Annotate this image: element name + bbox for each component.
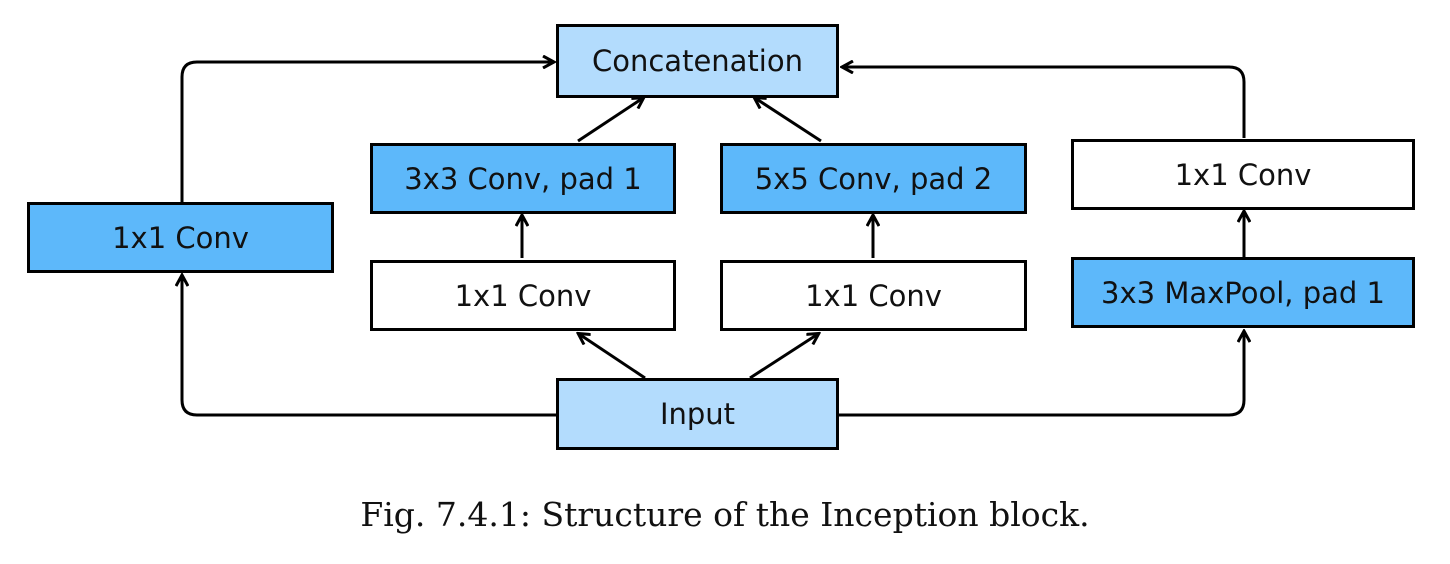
path2-conv3x3-label: 3x3 Conv, pad 1 xyxy=(404,161,642,196)
path1-conv1x1-node: 1x1 Conv xyxy=(27,202,334,273)
path2-conv1x1-node: 1x1 Conv xyxy=(370,260,676,331)
path4-conv1x1-node: 1x1 Conv xyxy=(1071,139,1415,210)
edge-input-to-path1 xyxy=(182,276,557,417)
edge-path3-to-concat xyxy=(755,98,822,143)
path3-conv5x5-node: 5x5 Conv, pad 2 xyxy=(720,143,1027,214)
edge-path1-to-concat xyxy=(180,62,553,202)
input-label: Input xyxy=(659,397,736,431)
edge-input-to-path4 xyxy=(838,332,1244,417)
path3-conv5x5-label: 5x5 Conv, pad 2 xyxy=(754,161,993,196)
edge-path4-to-concat xyxy=(843,67,1246,138)
concatenation-node: Concatenation xyxy=(556,24,839,98)
path1-conv1x1-label: 1x1 Conv xyxy=(112,220,249,255)
path3-conv1x1-node: 1x1 Conv xyxy=(720,260,1027,331)
path2-conv3x3-node: 3x3 Conv, pad 1 xyxy=(370,143,676,214)
concatenation-label: Concatenation xyxy=(591,44,803,78)
figure-caption: Fig. 7.4.1: Structure of the Inception b… xyxy=(360,495,1090,534)
edge-input-to-path3 xyxy=(749,334,818,380)
path4-conv1x1-label: 1x1 Conv xyxy=(1174,157,1312,192)
path4-maxpool-label: 3x3 MaxPool, pad 1 xyxy=(1101,275,1385,310)
input-node: Input xyxy=(556,378,839,450)
edge-input-to-path2 xyxy=(579,334,646,380)
path4-maxpool-node: 3x3 MaxPool, pad 1 xyxy=(1071,257,1415,328)
path3-conv1x1-label: 1x1 Conv xyxy=(805,278,942,313)
edge-path2-to-concat xyxy=(577,98,643,143)
path2-conv1x1-label: 1x1 Conv xyxy=(454,278,592,313)
